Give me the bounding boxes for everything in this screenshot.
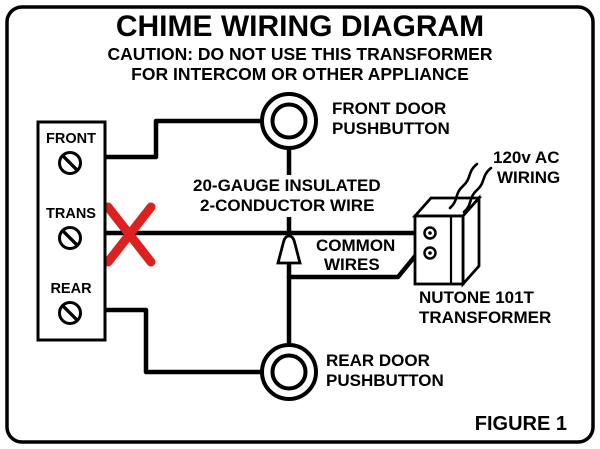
ac-wire-squiggle-2 <box>462 166 493 214</box>
pushbutton-inner-ring <box>270 102 308 140</box>
ac-wire-squiggle-1 <box>448 162 479 210</box>
rear-terminal-screw-icon <box>58 301 82 325</box>
front-terminal-screw-icon <box>58 151 82 175</box>
wire-front-terminal-to-front-pushbutton <box>102 118 265 160</box>
terminal-label-rear: REAR <box>50 281 92 297</box>
common-wires-label-line2: WIRES <box>324 255 380 274</box>
diagram-title: CHIME WIRING DIAGRAM <box>116 10 484 43</box>
figure-label: FIGURE 1 <box>475 413 567 435</box>
do-not-connect-x-icon <box>103 202 156 267</box>
wire-spec-label-knockout <box>186 175 388 217</box>
caution-line-1: CAUTION: DO NOT USE THIS TRANSFORMER <box>108 44 493 64</box>
caution-line-2: FOR INTERCOM OR OTHER APPLIANCE <box>131 64 469 84</box>
pushbutton-inner-ring <box>270 353 308 391</box>
diagram-border <box>5 5 595 444</box>
wire-nut-icon <box>276 234 302 265</box>
screw-slot <box>61 229 79 247</box>
wire-spec-label-line1: 20-GAUGE INSULATED <box>193 176 381 195</box>
transformer-label-line1: NUTONE 101T <box>419 288 535 307</box>
front-pushbutton-icon <box>260 92 318 150</box>
ac-wiring-label-line2: WIRING <box>497 168 560 187</box>
common-wires-label-line1: COMMON <box>316 236 395 255</box>
front-pushbutton-label-line1: FRONT DOOR <box>332 99 446 118</box>
screw-slot <box>61 304 79 322</box>
front-pushbutton-label-line2: PUSHBUTTON <box>332 119 450 138</box>
trans-terminal-screw-icon <box>58 226 82 250</box>
rear-pushbutton-icon <box>260 343 318 401</box>
transformer-icon <box>411 162 493 288</box>
terminal-label-trans: TRANS <box>46 206 96 222</box>
wire-common-to-transformer <box>286 252 419 280</box>
screw-slot <box>61 154 79 172</box>
transformer-front-face <box>413 214 465 286</box>
wire-spec-label-line2: 2-CONDUCTOR WIRE <box>200 196 374 215</box>
terminal-block: FRONT TRANS REAR <box>36 120 107 342</box>
terminal-label-front: FRONT <box>46 131 96 147</box>
transformer-label-line2: TRANSFORMER <box>419 308 551 327</box>
transformer-terminal-bottom-dot <box>428 251 432 255</box>
wire-rear-terminal-to-rear-pushbutton <box>102 307 265 375</box>
rear-pushbutton-label-line1: REAR DOOR <box>326 351 430 370</box>
transformer-terminal-top-dot <box>428 231 432 235</box>
rear-pushbutton-label-line2: PUSHBUTTON <box>326 371 444 390</box>
ac-wiring-label-line1: 120v AC <box>493 148 559 167</box>
red-x-stroke-2 <box>103 202 156 267</box>
